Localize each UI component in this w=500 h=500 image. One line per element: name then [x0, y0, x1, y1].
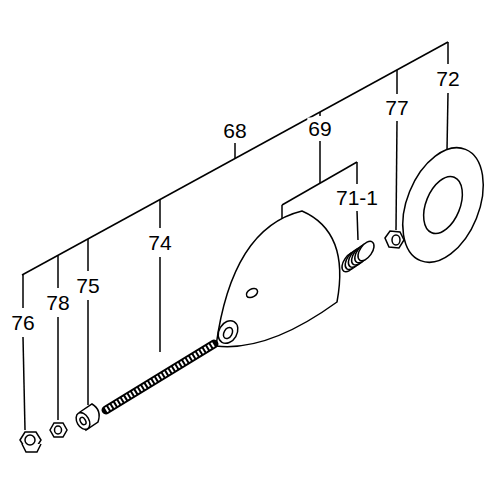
callout-number: 71-1 [335, 187, 379, 208]
callout-number: 68 [222, 120, 247, 141]
thin-nut [50, 423, 67, 437]
washer [387, 136, 499, 274]
spinner-cone [214, 211, 340, 347]
spring [339, 239, 377, 275]
callout-number: 78 [45, 292, 70, 313]
small-nut [385, 231, 404, 248]
coil-winding [355, 239, 377, 264]
leader-lines [22, 42, 448, 430]
callout-number: 69 [307, 118, 332, 139]
hex-nut [20, 432, 41, 452]
callout-number: 72 [435, 68, 460, 89]
threaded-rod [106, 344, 214, 410]
spacer [73, 404, 99, 432]
callout-number: 75 [75, 275, 100, 296]
callout-number: 77 [384, 97, 409, 118]
parts [20, 136, 499, 452]
callout-number: 76 [10, 312, 35, 333]
callout-number: 74 [147, 232, 172, 253]
